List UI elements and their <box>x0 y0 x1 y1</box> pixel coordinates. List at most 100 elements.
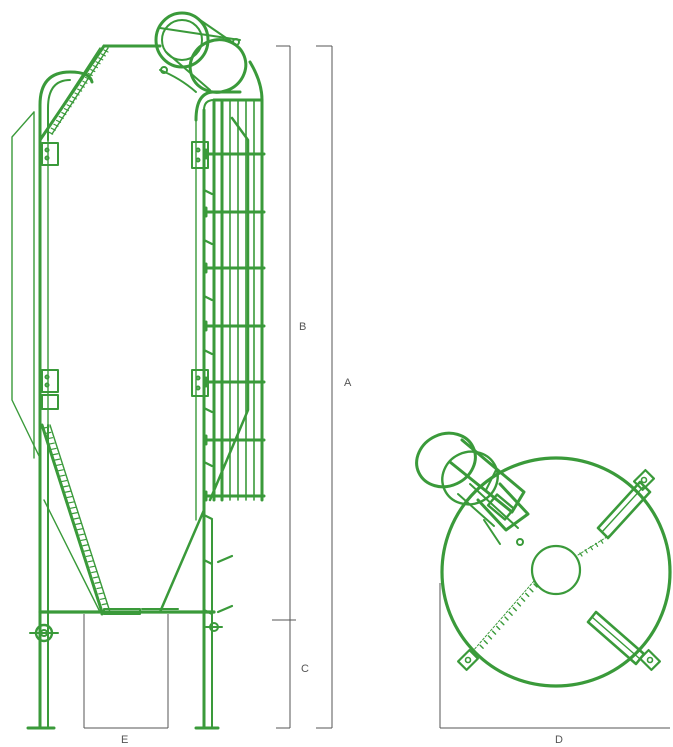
silo-roof-outline <box>440 456 672 688</box>
drawing-stroke <box>62 485 70 488</box>
drawing-stroke <box>98 57 104 61</box>
drawing-stroke <box>516 602 522 607</box>
drawing-stroke <box>491 630 497 635</box>
silo-top-plan <box>415 431 672 688</box>
drawing-stroke <box>101 603 108 606</box>
filler-pipe-elbow <box>154 11 264 122</box>
drawing-stroke <box>68 501 75 504</box>
drawing-stroke <box>90 68 96 73</box>
drawing-stroke <box>98 592 105 595</box>
drawing-stroke <box>100 53 106 57</box>
drawing-stroke <box>50 127 56 131</box>
dimension-e-box <box>83 614 169 729</box>
drawing-stroke <box>46 437 54 440</box>
ladder-rungs <box>204 148 266 502</box>
drawing-stroke <box>69 100 75 104</box>
base-frame <box>26 608 223 730</box>
drawing-stroke <box>96 586 103 590</box>
drawing-stroke <box>48 442 55 445</box>
drawing-stroke <box>520 597 526 602</box>
dimension-lines <box>272 45 670 729</box>
drawing-stroke <box>59 474 66 477</box>
left-cladding-panel <box>11 111 41 459</box>
top-left-serrated-edge <box>43 47 109 135</box>
drawing-stroke <box>53 123 59 127</box>
drawing-stroke <box>61 111 67 116</box>
drawing-stroke <box>57 469 64 472</box>
drawing-stroke <box>76 528 84 531</box>
bracket-arm-top-right <box>596 469 655 540</box>
drawing-stroke <box>589 545 594 551</box>
drawing-stroke <box>50 447 57 451</box>
drawing-stroke <box>52 453 59 456</box>
drawing-stroke <box>55 119 62 123</box>
drawing-stroke <box>84 76 91 80</box>
drawing-stroke <box>58 115 64 120</box>
drawing-stroke <box>63 108 70 112</box>
silo-body <box>38 44 250 522</box>
drawing-stroke <box>75 522 82 525</box>
drawing-stroke <box>202 513 214 521</box>
drawing-stroke <box>202 188 214 196</box>
drawing-stroke <box>83 549 91 552</box>
drawing-stroke <box>483 639 488 645</box>
dimension-label-c: C <box>301 663 309 675</box>
drawing-stroke <box>216 554 234 564</box>
drawing-stroke <box>66 495 73 499</box>
drawing-stroke <box>202 238 214 246</box>
drawing-stroke <box>92 576 100 579</box>
dimension-label-e: E <box>121 734 129 746</box>
silo-side-elevation <box>11 11 266 730</box>
dimension-label-b: B <box>299 321 307 333</box>
dimension-label-a: A <box>344 377 352 389</box>
drawing-stroke <box>504 616 509 621</box>
drawing-stroke <box>48 131 54 135</box>
drawing-stroke <box>55 463 62 467</box>
drawing-stroke <box>508 611 513 616</box>
drawing-stroke <box>53 458 61 461</box>
drawing-stroke <box>529 588 534 593</box>
drawing-stroke <box>525 592 530 598</box>
drawing-stroke <box>579 552 583 557</box>
right-legs <box>202 518 213 730</box>
drawing-stroke <box>512 606 517 612</box>
drawing-stroke <box>594 542 599 548</box>
radial-braces <box>471 534 611 653</box>
drawing-stroke <box>61 479 68 483</box>
serration-teeth-top <box>48 49 109 135</box>
drawing-stroke <box>202 608 214 616</box>
drawing-stroke <box>91 570 98 574</box>
drawing-stroke <box>92 65 99 69</box>
drawing-stroke <box>87 560 94 563</box>
right-wall-brackets <box>191 141 209 397</box>
left-wall-brackets <box>41 142 59 410</box>
drawing-stroke <box>479 644 484 649</box>
ladder-cage <box>204 98 266 502</box>
drawing-stroke <box>202 294 214 302</box>
serration-teeth-cone <box>43 426 108 606</box>
drawing-stroke <box>79 84 85 88</box>
drawing-stroke <box>78 533 85 536</box>
filler-pipe-plan <box>415 431 530 546</box>
dimension-label-d: D <box>555 734 563 746</box>
left-vertical-tube <box>38 70 94 730</box>
drawing-stroke <box>103 49 109 53</box>
silo-center-opening <box>530 544 582 596</box>
drawing-stroke <box>71 512 78 515</box>
drawing-stroke <box>77 88 83 92</box>
drawing-stroke <box>600 539 604 544</box>
side-fittings <box>202 188 234 616</box>
drawing-stroke <box>45 431 52 434</box>
drawing-stroke <box>43 426 50 429</box>
drawing-stroke <box>584 549 588 554</box>
drawing-stroke <box>500 621 505 626</box>
drawing-stroke <box>82 80 88 84</box>
drawing-stroke <box>202 348 214 356</box>
drawing-stroke <box>71 96 77 100</box>
bracket-arm-bottom-right <box>586 610 661 671</box>
drawing-stroke <box>73 517 80 520</box>
serration-teeth-plan <box>479 539 604 649</box>
drawing-stroke <box>66 104 72 108</box>
drawing-stroke <box>216 604 234 614</box>
bracket-bottom-left <box>457 649 479 671</box>
